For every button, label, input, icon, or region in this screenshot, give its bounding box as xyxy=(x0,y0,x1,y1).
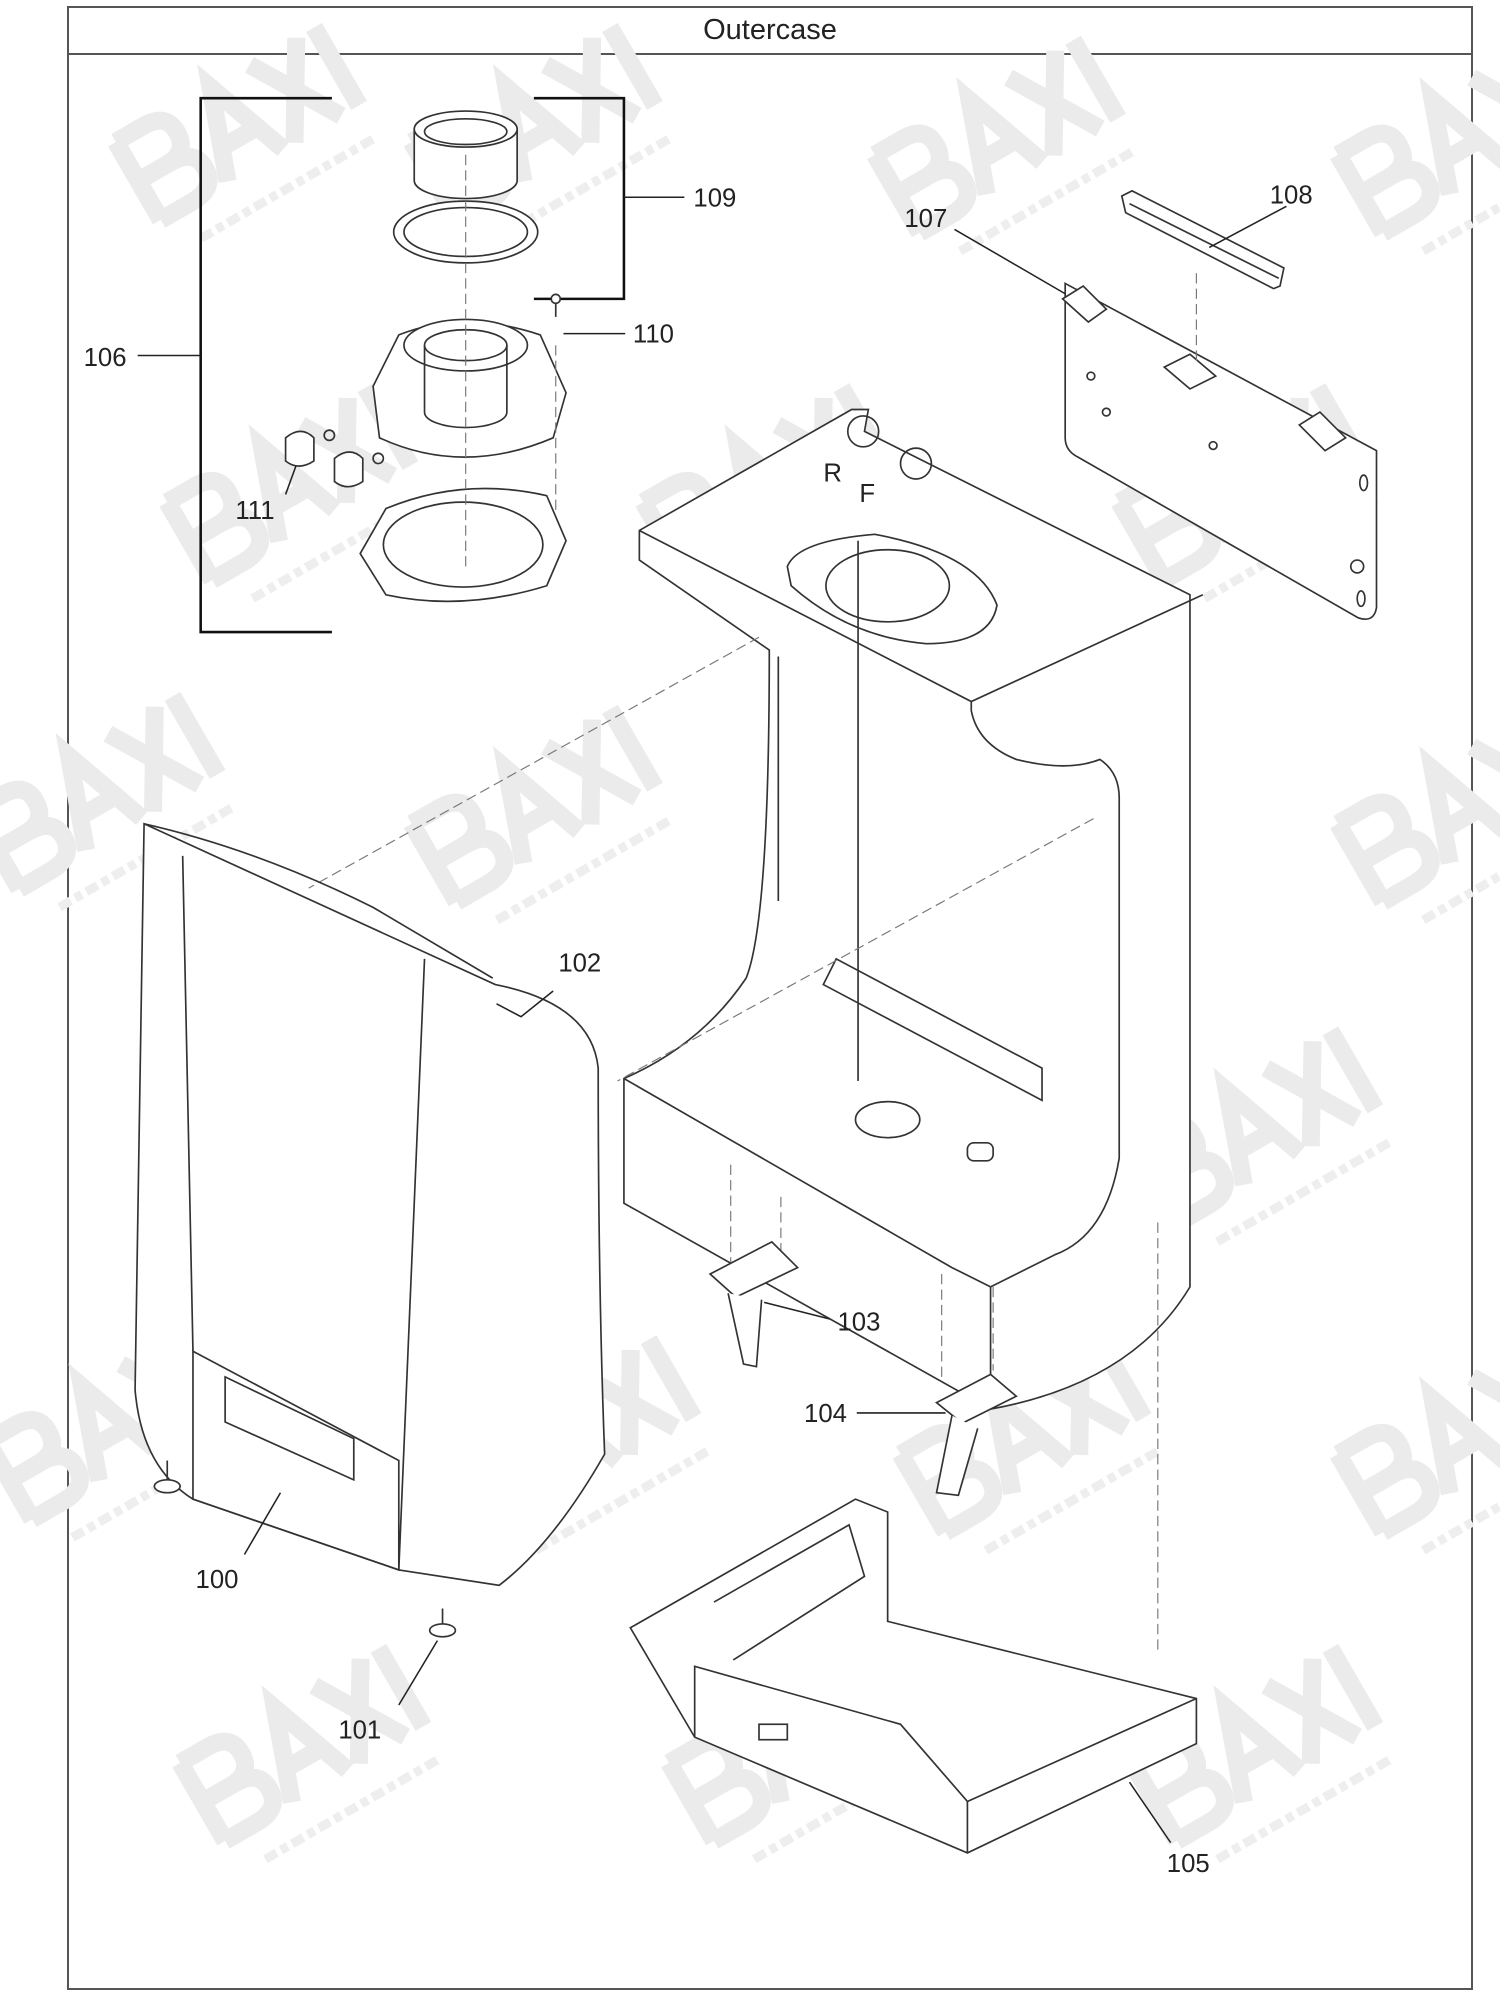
outer-case-frame: R F xyxy=(623,408,1204,1410)
part-label-108[interactable]: 108 xyxy=(1270,182,1313,210)
support-bracket-103 xyxy=(708,1240,800,1368)
front-panel-screw-101 xyxy=(428,1608,457,1638)
flue-adaptor xyxy=(372,318,567,458)
bracket-109 xyxy=(533,96,685,301)
marking-r: R xyxy=(823,460,842,488)
part-label-105[interactable]: 105 xyxy=(1167,1850,1210,1878)
diagram-title: Outercase xyxy=(69,8,1471,55)
part-label-101[interactable]: 101 xyxy=(338,1716,381,1744)
part-label-102[interactable]: 102 xyxy=(558,950,601,978)
bottom-tray xyxy=(629,1498,1198,1854)
part-label-103[interactable]: 103 xyxy=(837,1309,880,1337)
flue-clamp-ring xyxy=(413,110,518,200)
wall-bracket xyxy=(1061,282,1378,621)
support-bracket-104 xyxy=(935,1373,1018,1497)
part-label-109[interactable]: 109 xyxy=(693,184,736,212)
part-label-111[interactable]: 111 xyxy=(235,497,274,525)
front-panel xyxy=(134,822,606,1587)
test-caps-111 xyxy=(284,429,385,495)
top-bracket-108 xyxy=(1120,189,1285,290)
part-label-104[interactable]: 104 xyxy=(804,1400,847,1428)
screw-110 xyxy=(550,293,626,335)
diagram-frame: Outercase xyxy=(67,6,1473,1990)
part-label-106[interactable]: 106 xyxy=(84,344,127,372)
part-label-110[interactable]: 110 xyxy=(633,321,674,349)
flue-gasket xyxy=(359,487,567,603)
part-label-100[interactable]: 100 xyxy=(196,1566,239,1594)
part-label-107[interactable]: 107 xyxy=(904,205,947,233)
bracket-106 xyxy=(137,96,332,634)
front-panel-screw-left xyxy=(153,1460,181,1494)
marking-f: F xyxy=(859,480,875,508)
